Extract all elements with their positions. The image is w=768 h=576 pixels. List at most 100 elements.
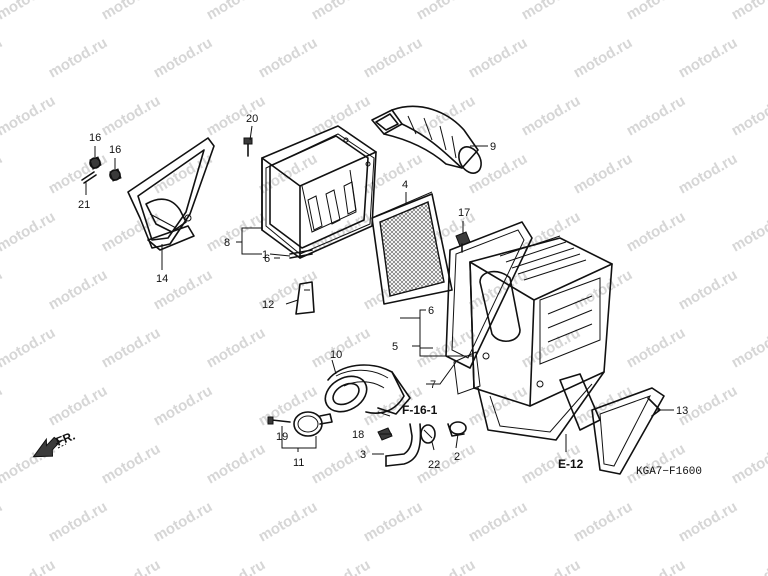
watermark-text: motod.ru — [624, 324, 689, 371]
watermark-text: motod.ru — [519, 92, 584, 139]
watermark-text: motod.ru — [571, 150, 636, 197]
watermark-text: motod.ru — [46, 266, 111, 313]
watermark-text: motod.ru — [309, 440, 374, 487]
callout-16-left: 16 — [89, 132, 101, 144]
watermark-text: motod.ru — [99, 556, 164, 576]
callout-4: 4 — [402, 179, 408, 191]
bolt-part-20 — [243, 137, 253, 157]
watermark-text: motod.ru — [676, 34, 741, 81]
callout-7: 7 — [430, 379, 436, 391]
watermark-text: motod.ru — [624, 92, 689, 139]
watermark-text: motod.ru — [0, 0, 58, 23]
callout-9: 9 — [490, 141, 496, 153]
watermark-text: motod.ru — [0, 208, 58, 255]
watermark-text: motod.ru — [466, 498, 531, 545]
callout-labels: 16 16 21 14 20 9 4 17 8 6 1 12 10 11 19 … — [78, 113, 688, 471]
watermark-text: motod.ru — [466, 382, 531, 429]
watermark-text: motod.ru — [0, 266, 5, 313]
callout-12: 12 — [262, 299, 274, 311]
callout-20: 20 — [246, 113, 258, 125]
watermark-text: motod.ru — [256, 34, 321, 81]
air-filter-element-part-4 — [371, 191, 453, 305]
watermark-text: motod.ru — [99, 0, 164, 23]
callout-16-right: 16 — [109, 144, 121, 156]
callout-2: 2 — [454, 451, 460, 463]
watermark-text: motod.ru — [729, 208, 768, 255]
watermark-text: motod.ru — [46, 498, 111, 545]
callout-21: 21 — [78, 199, 90, 211]
clip-part-22 — [420, 424, 436, 444]
callout-14: 14 — [156, 273, 168, 285]
watermark-text: motod.ru — [729, 440, 768, 487]
drain-tube-part-3 — [385, 423, 422, 467]
watermark-text: motod.ru — [414, 440, 479, 487]
watermark-text: motod.ru — [99, 440, 164, 487]
callout-6-lower: 6 — [428, 305, 434, 317]
callout-11: 11 — [293, 457, 304, 469]
watermark-text: motod.ru — [571, 498, 636, 545]
callout-13: 13 — [676, 405, 688, 417]
watermark-text: motod.ru — [361, 498, 426, 545]
watermark-text: motod.ru — [151, 150, 216, 197]
watermark-text: motod.ru — [466, 150, 531, 197]
watermark-text: motod.ru — [0, 556, 58, 576]
screw-part-19 — [267, 416, 291, 425]
watermark-text: motod.ru — [151, 34, 216, 81]
callout-10: 10 — [330, 349, 342, 361]
watermark-text: motod.ru — [0, 324, 58, 371]
watermark-text: motod.ru — [0, 34, 5, 81]
callout-3: 3 — [360, 449, 366, 461]
watermark-text: motod.ru — [99, 92, 164, 139]
side-cover-part-14 — [127, 137, 215, 251]
watermark-text: motod.ru — [46, 150, 111, 197]
watermark-text: motod.ru — [624, 440, 689, 487]
watermark-text: motod.ru — [676, 266, 741, 313]
watermark-text: motod.ru — [676, 150, 741, 197]
drain-tube-part-12 — [295, 281, 315, 315]
watermark-text: motod.ru — [624, 208, 689, 255]
watermark-text: motod.ru — [256, 498, 321, 545]
watermark-text: motod.ru — [519, 556, 584, 576]
watermark-text: motod.ru — [46, 382, 111, 429]
watermark-text: motod.ru — [414, 556, 479, 576]
air-cleaner-case-part-5 — [445, 221, 613, 441]
callout-1-label: 1 — [262, 249, 268, 261]
section-ref-e12: E-12 — [558, 457, 584, 471]
diagram-code: KGA7−F1600 — [636, 466, 702, 478]
watermark-text: motod.ru — [676, 498, 741, 545]
callout-19: 19 — [276, 431, 288, 443]
watermark-text: motod.ru — [571, 266, 636, 313]
air-cleaner-cover-part-8 — [261, 125, 377, 259]
watermark-text: motod.ru — [99, 324, 164, 371]
watermark-text: motod.ru — [151, 382, 216, 429]
callout-17: 17 — [458, 207, 470, 219]
watermark-text: motod.ru — [414, 0, 479, 23]
watermark-text: motod.ru — [204, 324, 269, 371]
watermark-text: motod.ru — [361, 34, 426, 81]
band-clamp-part-11 — [293, 411, 333, 437]
watermark-text: motod.ru — [0, 92, 58, 139]
intake-duct-part-9 — [371, 105, 482, 174]
leader-lines — [85, 125, 674, 455]
watermark-text: motod.ru — [0, 382, 5, 429]
callout-8: 8 — [224, 237, 230, 249]
watermark-text: motod.ru — [204, 0, 269, 23]
watermark-text: motod.ru — [729, 324, 768, 371]
watermark-text: motod.ru — [571, 34, 636, 81]
watermark-text: motod.ru — [46, 34, 111, 81]
watermark-text: motod.ru — [309, 556, 374, 576]
watermark-text: motod.ru — [204, 556, 269, 576]
watermark-text: motod.ru — [151, 498, 216, 545]
parts-drawing — [32, 105, 665, 475]
watermark-text: motod.ru — [519, 0, 584, 23]
watermark-text: motod.ru — [729, 0, 768, 23]
watermark-text: motod.ru — [0, 498, 5, 545]
drain-plug-part-2 — [447, 421, 467, 437]
watermark-text: motod.ru — [309, 92, 374, 139]
section-ref-f16: F-16-1 — [402, 403, 438, 417]
callout-6-upper: 6 — [264, 253, 270, 265]
watermark-text: motod.ru — [0, 150, 5, 197]
watermark-text: motod.ru — [204, 440, 269, 487]
watermark-text: motod.ru — [204, 208, 269, 255]
